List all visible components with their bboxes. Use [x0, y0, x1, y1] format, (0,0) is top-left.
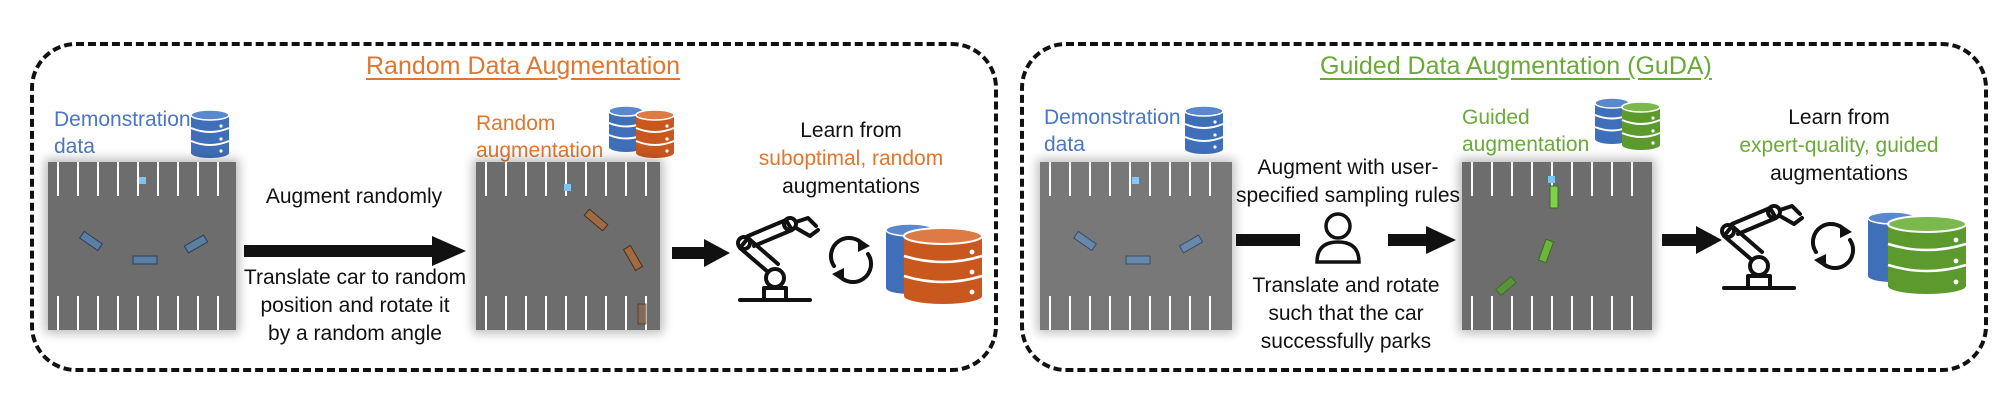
- database-icon: [1184, 106, 1224, 154]
- arrow-icon: [1236, 234, 1300, 246]
- arrow-icon: [672, 239, 730, 267]
- database-icon: [885, 223, 983, 304]
- guided-augmentation-title: Guided Data Augmentation (GuDA): [1320, 52, 1712, 80]
- arrow-icon: [1388, 226, 1456, 254]
- arrow-icon: [1662, 226, 1722, 254]
- arrow-icon: [244, 236, 466, 266]
- demo-data-label: Demonstration data: [54, 108, 191, 158]
- translate-rotate-caption: Translate and rotate such that the car s…: [1252, 274, 1440, 353]
- random-augmentation-label: Random augmentation: [476, 112, 604, 162]
- learn-from-guided-text: Learn from expert-quality, guided augmen…: [1739, 106, 1939, 185]
- robot-arm-icon: [1720, 204, 1804, 290]
- guided-augmentation-label: Guided augmentation: [1462, 106, 1590, 156]
- cycle-icon: [828, 236, 874, 284]
- learn-from-random-text: Learn from suboptimal, random augmentati…: [758, 119, 944, 198]
- robot-arm-icon: [736, 216, 820, 302]
- demo-parking-lot: [48, 162, 236, 330]
- guided-augmentation-panel: [1020, 42, 1988, 372]
- guided-augmentation-parking-lot: [1462, 162, 1652, 330]
- user-icon: [1315, 212, 1361, 264]
- database-icon: [1594, 98, 1661, 150]
- translate-random-caption: Translate car to random position and rot…: [243, 266, 467, 345]
- database-icon: [190, 110, 230, 158]
- demo-parking-lot: [1040, 162, 1232, 330]
- augment-randomly-caption: Augment randomly: [265, 185, 443, 208]
- database-icon: [1867, 211, 1967, 294]
- augment-user-rules-caption: Augment with user- specified sampling ru…: [1235, 156, 1461, 207]
- cycle-icon: [1810, 222, 1856, 270]
- demo-data-label: Demonstration data: [1044, 106, 1181, 156]
- random-augmentation-parking-lot: [476, 162, 660, 330]
- random-augmentation-panel: [30, 42, 998, 372]
- database-icon: [608, 106, 675, 158]
- random-augmentation-title: Random Data Augmentation: [366, 52, 681, 80]
